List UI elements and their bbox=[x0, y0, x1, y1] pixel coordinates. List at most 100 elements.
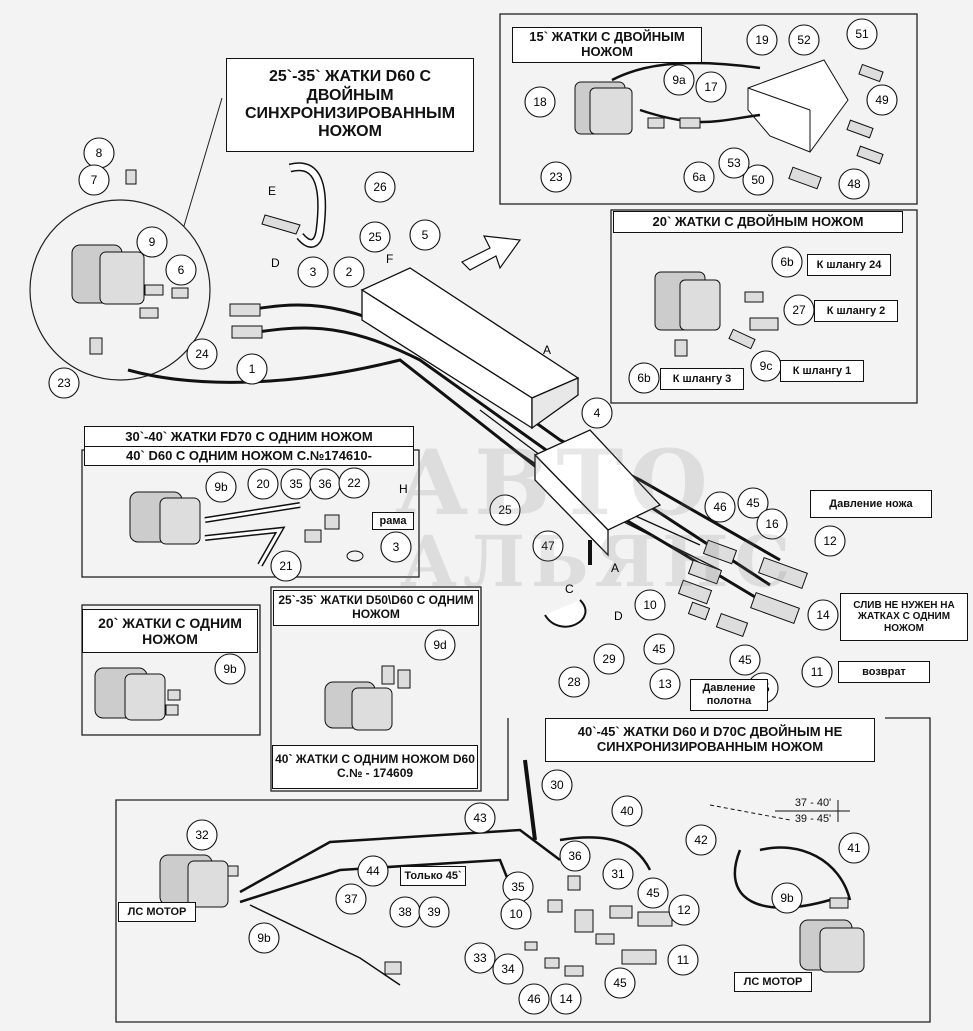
tag-motor-left: ЛС МОТОР bbox=[118, 902, 196, 922]
callout-label: 6b bbox=[780, 255, 794, 269]
callout-label: 2 bbox=[346, 265, 353, 279]
callout-label: 13 bbox=[658, 677, 672, 691]
callout-circle bbox=[136, 226, 168, 258]
callout-2: 2 bbox=[333, 256, 365, 288]
callout-14: 14 bbox=[550, 983, 582, 1015]
callout-34: 34 bbox=[492, 953, 524, 985]
callout-10: 10 bbox=[500, 898, 532, 930]
callout-circle bbox=[335, 883, 367, 915]
single20-art bbox=[94, 667, 181, 721]
callout-12: 12 bbox=[668, 894, 700, 926]
callout-circle bbox=[604, 967, 636, 999]
callout-label: 16 bbox=[765, 517, 779, 531]
callout-circle bbox=[48, 367, 80, 399]
callout-10: 10 bbox=[634, 589, 666, 621]
callout-9b: 9b bbox=[248, 922, 280, 954]
callout-46: 46 bbox=[518, 983, 550, 1015]
callout-circle bbox=[746, 24, 778, 56]
callout-label: 14 bbox=[559, 992, 573, 1006]
callout-label: 26 bbox=[373, 180, 387, 194]
callout-circle bbox=[297, 256, 329, 288]
callout-label: 49 bbox=[875, 93, 889, 107]
callout-label: 46 bbox=[713, 500, 727, 514]
callout-49: 49 bbox=[866, 84, 898, 116]
callout-19: 19 bbox=[746, 24, 778, 56]
detail-circle bbox=[29, 199, 211, 381]
callout-41: 41 bbox=[838, 832, 870, 864]
callout-circle bbox=[581, 397, 613, 429]
callout-32: 32 bbox=[186, 819, 218, 851]
callout-label: 9 bbox=[149, 235, 156, 249]
callout-23: 23 bbox=[540, 161, 572, 193]
callout-label: 27 bbox=[792, 303, 806, 317]
callout-circle bbox=[500, 898, 532, 930]
callout-circle bbox=[364, 171, 396, 203]
callout-circle bbox=[270, 550, 302, 582]
callout-label: 36 bbox=[568, 849, 582, 863]
callout-18: 18 bbox=[524, 86, 556, 118]
callout-28: 28 bbox=[558, 666, 590, 698]
callout-circle bbox=[550, 983, 582, 1015]
panel-20-double bbox=[610, 209, 918, 404]
callout-13: 13 bbox=[649, 668, 681, 700]
callout-25: 25 bbox=[359, 221, 391, 253]
callout-circle bbox=[593, 643, 625, 675]
letter-h: H bbox=[399, 482, 408, 496]
right-fittings-art bbox=[544, 539, 808, 638]
callout-circle bbox=[359, 221, 391, 253]
callout-label: 45 bbox=[646, 886, 660, 900]
callout-label: 1 bbox=[249, 362, 256, 376]
callout-label: 33 bbox=[473, 951, 487, 965]
callout-circle bbox=[541, 769, 573, 801]
callout-circle bbox=[667, 944, 699, 976]
callout-circle bbox=[214, 653, 246, 685]
callout-label: 45 bbox=[652, 642, 666, 656]
tag-hose3: К шлангу 3 bbox=[660, 368, 744, 390]
callout-50: 50 bbox=[742, 164, 774, 196]
callout-6b: 6b bbox=[628, 362, 660, 394]
callout-label: 18 bbox=[533, 95, 547, 109]
panel-nonsync bbox=[115, 717, 931, 1023]
callout-label: 9b bbox=[214, 480, 228, 494]
callout-23: 23 bbox=[48, 367, 80, 399]
callout-14: 14 bbox=[807, 599, 839, 631]
callout-44: 44 bbox=[357, 855, 389, 887]
channel-5 bbox=[360, 267, 580, 430]
callout-circle bbox=[695, 71, 727, 103]
callout-label: 12 bbox=[677, 903, 691, 917]
tag-only45: Только 45` bbox=[400, 866, 466, 886]
callout-label: 5 bbox=[422, 228, 429, 242]
callout-label: 23 bbox=[549, 170, 563, 184]
callout-label: 10 bbox=[509, 907, 523, 921]
letter-f: F bbox=[386, 252, 394, 266]
callout-label: 6b bbox=[637, 371, 651, 385]
callout-label: 40 bbox=[620, 804, 634, 818]
callout-8: 8 bbox=[83, 137, 115, 169]
title-double-sync: 25`-35` ЖАТКИ D60 С ДВОЙНЫМ СИНХРОНИЗИРО… bbox=[226, 58, 474, 152]
callout-circle bbox=[814, 525, 846, 557]
callout-label: 45 bbox=[613, 976, 627, 990]
callout-label: 25 bbox=[368, 230, 382, 244]
tag-motor-right: ЛС МОТОР bbox=[734, 972, 812, 992]
callout-label: 38 bbox=[398, 905, 412, 919]
callout-label: 39 bbox=[427, 905, 441, 919]
callout-circle bbox=[78, 164, 110, 196]
callout-circle bbox=[801, 656, 833, 688]
letter-a: A bbox=[543, 343, 552, 357]
callout-16: 16 bbox=[756, 508, 788, 540]
callout-label: 9b bbox=[780, 891, 794, 905]
callout-circle bbox=[611, 795, 643, 827]
callout-45: 45 bbox=[729, 644, 761, 676]
callout-circle bbox=[685, 824, 717, 856]
tag-frame: рама bbox=[372, 512, 414, 530]
callout-label: 11 bbox=[677, 953, 690, 967]
callout-circle bbox=[729, 644, 761, 676]
callout-3: 3 bbox=[297, 256, 329, 288]
callout-label: 31 bbox=[611, 867, 625, 881]
callout-label: 3 bbox=[393, 540, 400, 554]
letter-d2: D bbox=[614, 609, 623, 623]
callout-circle bbox=[418, 896, 450, 928]
callout-4: 4 bbox=[581, 397, 613, 429]
callout-label: 23 bbox=[57, 376, 71, 390]
